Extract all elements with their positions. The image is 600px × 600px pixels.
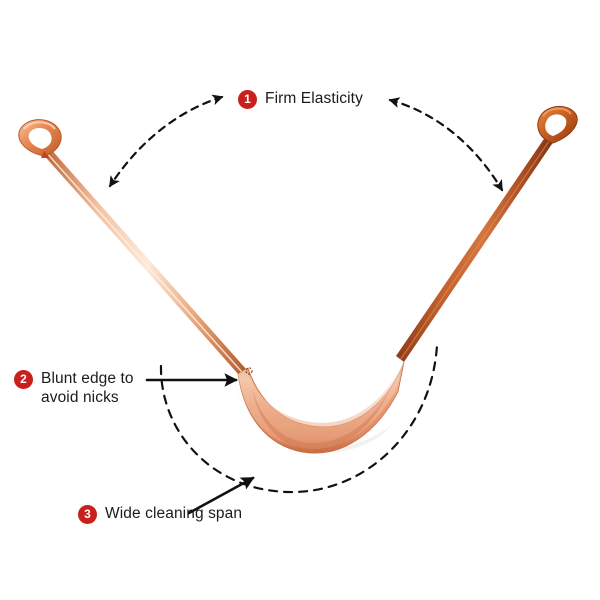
copper-band-blunt-edge bbox=[238, 362, 404, 450]
dashed-arc-cleaning-span bbox=[159, 343, 439, 494]
copper-band-shading bbox=[252, 388, 390, 450]
callout-1-badge: 1 bbox=[238, 90, 257, 109]
callout-2-badge: 2 bbox=[14, 370, 33, 389]
callout-2-label: Blunt edge to avoid nicks bbox=[41, 370, 134, 406]
callout-1: 1 Firm Elasticity bbox=[238, 89, 363, 109]
solid-arrow-cleaning-span bbox=[187, 476, 255, 515]
callout-1-label: Firm Elasticity bbox=[265, 90, 363, 107]
callout-3-badge: 3 bbox=[78, 505, 97, 524]
annotation-layer bbox=[108, 94, 504, 515]
loop-handle-right bbox=[537, 106, 578, 144]
dashed-arc-left-elasticity bbox=[108, 94, 224, 188]
loop-handle-left bbox=[18, 119, 62, 158]
dashed-arc-right-elasticity bbox=[388, 97, 504, 192]
blunt-edge-detail bbox=[245, 367, 253, 375]
copper-tongue-cleaner bbox=[18, 106, 578, 454]
callout-3: 3 Wide cleaning span bbox=[78, 504, 242, 524]
callout-2: 2 Blunt edge to avoid nicks bbox=[14, 369, 134, 407]
callout-3-label: Wide cleaning span bbox=[105, 505, 243, 522]
copper-arm-left-highlight bbox=[43, 150, 243, 372]
copper-arm-right-highlight bbox=[400, 135, 553, 360]
